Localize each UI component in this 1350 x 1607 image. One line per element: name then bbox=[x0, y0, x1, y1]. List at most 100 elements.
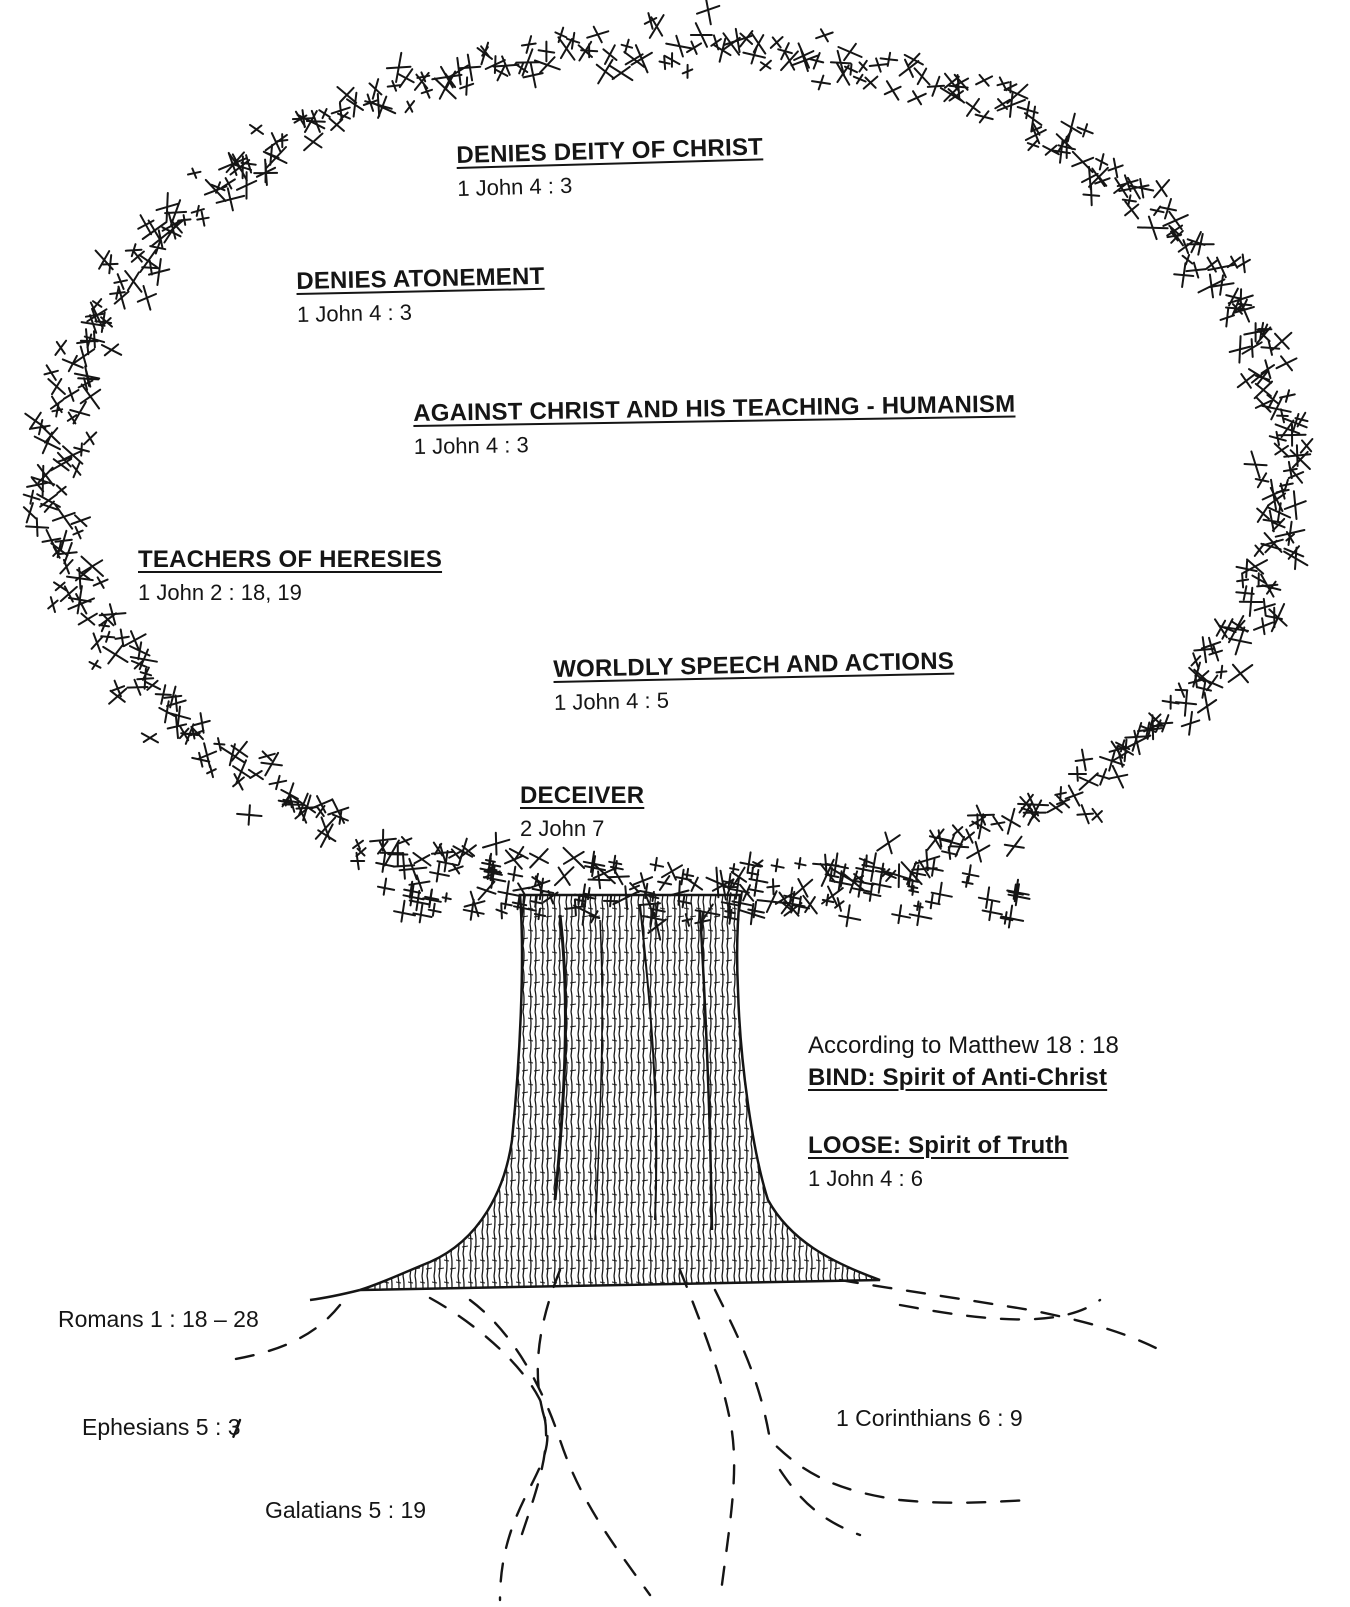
foliage-mark bbox=[1226, 255, 1242, 269]
foliage-mark bbox=[863, 883, 882, 902]
foliage-mark bbox=[1251, 572, 1266, 586]
foliage-mark bbox=[53, 581, 68, 592]
foliage-mark bbox=[821, 893, 835, 907]
foliage-mark bbox=[1274, 520, 1306, 546]
foliage-mark bbox=[759, 59, 772, 72]
foliage-mark bbox=[966, 804, 995, 826]
foliage-mark bbox=[852, 73, 867, 85]
foliage-mark bbox=[47, 596, 59, 613]
foliage-mark bbox=[230, 740, 249, 762]
foliage-mark bbox=[1166, 230, 1183, 242]
foliage-mark bbox=[1020, 802, 1035, 818]
foliage-mark bbox=[1076, 123, 1094, 138]
foliage-mark bbox=[1016, 100, 1039, 120]
foliage-mark bbox=[1207, 256, 1236, 279]
foliage-mark bbox=[166, 713, 188, 740]
foliage-mark bbox=[213, 737, 226, 752]
foliage-mark bbox=[393, 899, 416, 923]
foliage-mark bbox=[1260, 539, 1282, 554]
foliage-mark bbox=[512, 882, 531, 896]
foliage-mark bbox=[136, 285, 157, 311]
foliage-mark bbox=[69, 400, 91, 425]
foliage-mark bbox=[1262, 509, 1282, 533]
foliage-mark bbox=[314, 816, 337, 840]
foliage-mark bbox=[1161, 694, 1180, 710]
foliage-mark bbox=[643, 12, 658, 30]
foliage-mark bbox=[303, 132, 324, 152]
tree-roots bbox=[226, 1268, 1162, 1602]
foliage-mark bbox=[990, 815, 1006, 832]
canopy-item-atonement: DENIES ATONEMENT 1 John 4 : 3 bbox=[296, 263, 545, 328]
foliage-mark bbox=[908, 902, 933, 927]
foliage-mark bbox=[769, 36, 784, 49]
foliage-mark bbox=[1255, 326, 1272, 345]
foliage-mark bbox=[1122, 729, 1152, 756]
foliage-mark bbox=[232, 759, 251, 784]
foliage-mark bbox=[1177, 239, 1194, 255]
foliage-mark bbox=[249, 123, 264, 135]
foliage-mark bbox=[971, 813, 991, 840]
foliage-mark bbox=[766, 878, 781, 896]
foliage-mark bbox=[738, 902, 766, 926]
foliage-mark bbox=[1186, 233, 1215, 256]
foliage-mark bbox=[648, 14, 665, 39]
foliage-mark bbox=[1283, 490, 1307, 520]
foliage-mark bbox=[974, 110, 994, 124]
foliage-mark bbox=[1095, 768, 1111, 786]
foliage-mark bbox=[480, 45, 490, 58]
foliage-mark bbox=[834, 897, 845, 912]
foliage-mark bbox=[74, 567, 92, 582]
foliage-mark bbox=[898, 58, 920, 78]
foliage-mark bbox=[1228, 335, 1252, 364]
foliage-mark bbox=[1283, 413, 1308, 433]
foliage-mark bbox=[883, 80, 902, 101]
matthew-reference: According to Matthew 18 : 18 bbox=[808, 1032, 1119, 1059]
foliage-mark bbox=[809, 52, 825, 70]
foliage-mark bbox=[1261, 397, 1292, 421]
foliage-mark bbox=[620, 38, 634, 54]
foliage-mark bbox=[609, 64, 634, 82]
foliage-mark bbox=[1026, 138, 1040, 152]
foliage-mark bbox=[802, 894, 818, 915]
foliage-mark bbox=[240, 154, 257, 174]
foliage-mark bbox=[584, 855, 607, 878]
foliage-mark bbox=[436, 850, 459, 873]
foliage-mark bbox=[1282, 460, 1298, 480]
foliage-mark bbox=[830, 870, 853, 892]
foliage-mark bbox=[838, 904, 862, 928]
foliage-mark bbox=[1174, 689, 1198, 717]
foliage-mark bbox=[196, 210, 210, 227]
foliage-mark bbox=[191, 751, 211, 768]
foliage-mark bbox=[1180, 710, 1201, 736]
foliage-mark bbox=[780, 50, 799, 72]
foliage-mark bbox=[1018, 793, 1034, 814]
foliage-mark bbox=[210, 181, 226, 194]
foliage-mark bbox=[1236, 253, 1251, 274]
foliage-mark bbox=[404, 100, 416, 114]
root-label-galatians: Galatians 5 : 19 bbox=[265, 1497, 427, 1523]
foliage-mark bbox=[1283, 546, 1309, 571]
canopy-item-worldly: WORLDLY SPEECH AND ACTIONS 1 John 4 : 5 bbox=[553, 648, 955, 716]
foliage-mark bbox=[595, 58, 615, 85]
foliage-mark bbox=[59, 585, 78, 603]
foliage-mark bbox=[1099, 750, 1125, 772]
foliage-mark bbox=[86, 301, 108, 330]
foliage-mark bbox=[337, 111, 351, 121]
foliage-mark bbox=[441, 892, 452, 903]
foliage-mark bbox=[1289, 449, 1311, 470]
foliage-mark bbox=[705, 866, 730, 899]
foliage-mark bbox=[529, 848, 549, 869]
foliage-mark bbox=[504, 849, 524, 870]
foliage-mark bbox=[1076, 804, 1094, 825]
foliage-mark bbox=[492, 55, 520, 76]
foliage-mark bbox=[379, 839, 405, 867]
foliage-mark bbox=[837, 42, 863, 62]
foliage-mark bbox=[88, 659, 102, 670]
foliage-mark bbox=[1056, 795, 1071, 809]
foliage-mark bbox=[1030, 122, 1043, 136]
foliage-mark bbox=[950, 836, 970, 858]
foliage-mark bbox=[681, 63, 694, 79]
foliage-mark bbox=[1188, 674, 1205, 689]
foliage-mark bbox=[649, 856, 665, 872]
